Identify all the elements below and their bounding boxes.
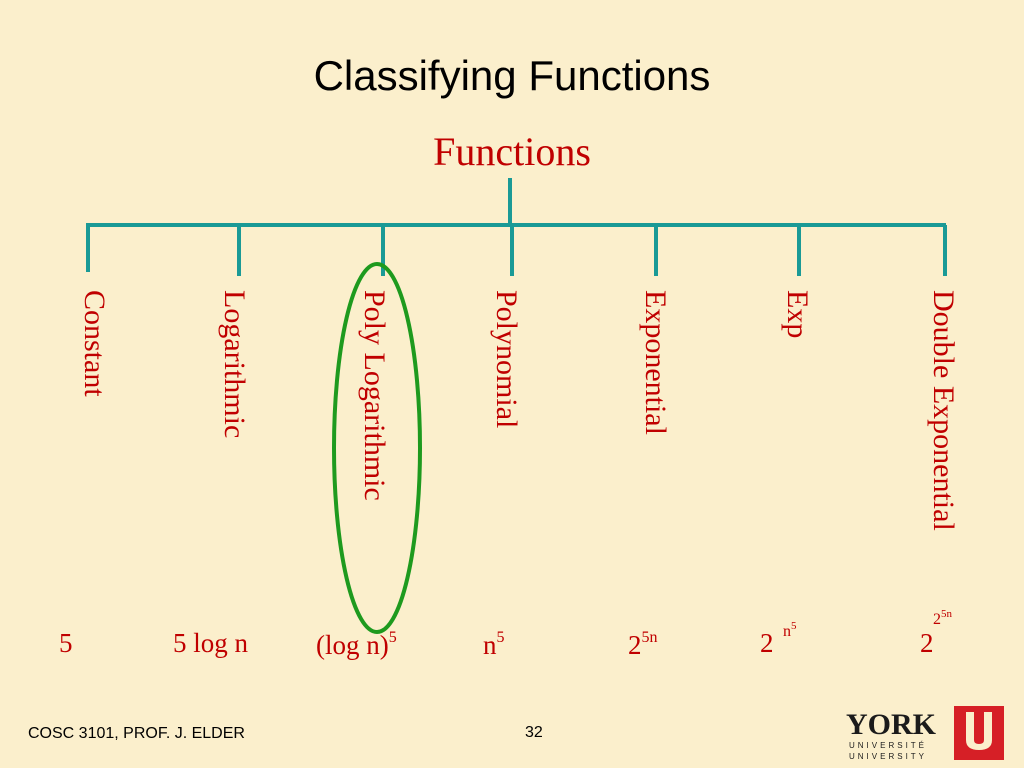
highlight-ellipse: [332, 262, 422, 634]
category-label-exponential: Exponential: [639, 290, 672, 435]
york-university-logo: YORK UNIVERSITÉ UNIVERSITY: [846, 706, 1004, 761]
category-label-logarithmic: Logarithmic: [218, 290, 251, 439]
logo-u-shape: [966, 712, 992, 750]
example-double-exponential-base: 2: [920, 628, 934, 658]
category-label-polynomial: Polynomial: [490, 290, 523, 429]
footer-course-label: COSC 3101, PROF. J. ELDER: [28, 725, 245, 742]
logo-word: YORK: [846, 708, 937, 741]
category-label-poly-logarithmic: Poly Logarithmic: [358, 290, 391, 501]
tree-root-label: Functions: [433, 129, 591, 174]
example-logarithmic: 5 log n: [173, 628, 249, 658]
category-label-exp: Exp: [781, 290, 814, 339]
example-poly-logarithmic: (log n)5: [316, 629, 397, 660]
page-number: 32: [525, 724, 543, 741]
category-label-double-exponential: Double Exponential: [927, 290, 960, 531]
logo-line2: UNIVERSITY: [849, 752, 927, 761]
example-exponential: 25n: [628, 629, 658, 660]
logo-line1: UNIVERSITÉ: [849, 741, 927, 750]
example-constant: 5: [59, 628, 73, 658]
example-exp-exponent: n5: [783, 620, 797, 640]
category-label-constant: Constant: [78, 290, 111, 397]
example-polynomial: n5: [483, 629, 505, 660]
logo-red-block: [954, 706, 1004, 760]
example-exp-base: 2: [760, 628, 774, 658]
example-double-exponential-exponent: 25n: [933, 608, 952, 628]
slide-title: Classifying Functions: [313, 52, 711, 99]
